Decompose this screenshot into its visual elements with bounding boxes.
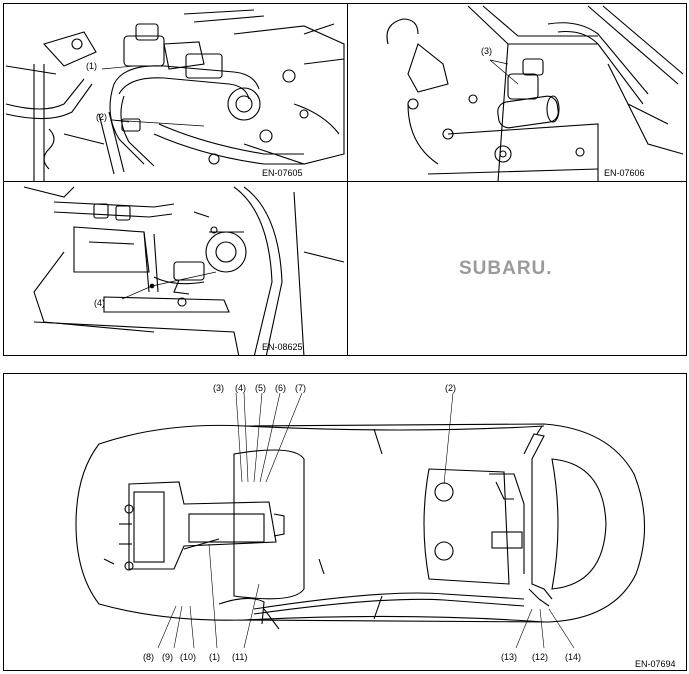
figure-code: EN-07605: [262, 168, 303, 178]
callout-3: (3): [213, 383, 224, 393]
figure-panel-fuel-line-3: (3) EN-07606: [347, 3, 687, 182]
callout-8: (8): [143, 652, 154, 662]
callout-4: (4): [235, 383, 246, 393]
callout-7: (7): [295, 383, 306, 393]
subaru-logo: SUBARU.: [459, 258, 553, 279]
figure-panel-logo: SUBARU.: [347, 181, 687, 356]
callout-5: (5): [255, 383, 266, 393]
callout-14: (14): [565, 652, 582, 662]
engine-bay-drawing: [5, 9, 345, 181]
callout-2: (2): [96, 112, 107, 122]
figure-code: EN-08625: [262, 342, 303, 352]
figure-code: EN-07606: [604, 168, 645, 178]
callout-1: (1): [86, 61, 97, 71]
callout-2: (2): [445, 383, 456, 393]
engine-bay-drawing: [23, 186, 345, 355]
figure-panel-fuel-line-4: (4) EN-08625: [3, 181, 348, 356]
callout-13: (13): [501, 652, 518, 662]
callout-9: (9): [162, 652, 173, 662]
callout-12: (12): [532, 652, 549, 662]
callout-3: (3): [481, 46, 492, 56]
callout-10: (10): [180, 652, 197, 662]
callout-1: (1): [209, 652, 220, 662]
figure-panel-fuel-line-1-2: (1) (2) EN-07605: [3, 3, 348, 182]
figure-code: EN-07694: [635, 659, 676, 669]
vehicle-top-view-drawing: [75, 392, 646, 649]
callout-4: (4): [94, 298, 105, 308]
engine-bay-drawing: [386, 5, 684, 181]
callout-6: (6): [275, 383, 286, 393]
callout-11: (11): [232, 652, 248, 662]
figure-panel-vehicle-overview: (3) (4) (5) (6) (7) (2) (8) (9) (10) (1)…: [3, 373, 687, 671]
